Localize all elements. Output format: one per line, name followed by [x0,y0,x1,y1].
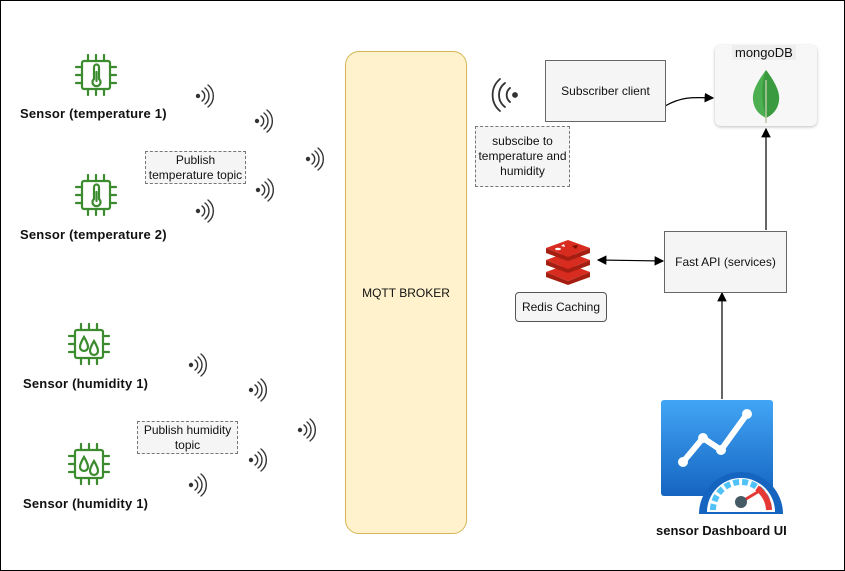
wireless-signal-icon [188,353,207,377]
wireless-signal-icon [255,178,274,202]
redis-caching-node: Redis Caching [515,292,607,322]
arrow-redis-fastapi [596,255,665,266]
mqtt-broker: MQTT BROKER [345,51,467,534]
fastapi-services: Fast API (services) [664,231,787,293]
dashboard-chart-gauge-icon [661,400,783,514]
note-subscribe-text: subscibe to temperature and humidity [478,134,567,178]
arrow-subscriber-to-mongodb [664,92,715,107]
thermometer-chip-icon [74,53,118,97]
humidity-chip-icon [67,322,111,366]
note-publish-humidity: Publish humidity topic [137,421,238,454]
subscriber-client: Subscriber client [545,60,666,122]
wireless-signal-icon [254,109,273,133]
sensor-label-humidity-1: Sensor (humidity 1) [23,376,149,391]
redis-icon [546,240,590,285]
fastapi-label: Fast API (services) [675,255,776,269]
wireless-signal-icon [248,448,267,472]
note-publish-temperature: Publish temperature topic [145,151,246,184]
thermometer-chip-icon [74,173,118,217]
mqtt-broker-label: MQTT BROKER [362,285,450,300]
mongodb-leaf-icon [752,70,780,123]
note-subscribe: subscibe to temperature and humidity [475,126,570,187]
note-publish-temperature-text: Publish temperature topic [148,152,243,182]
dashboard-label: sensor Dashboard UI [656,523,787,538]
wireless-signal-icon [305,147,324,171]
redis-caching-label: Redis Caching [521,300,601,314]
wireless-receive-icon [491,78,518,112]
sensor-label-humidity-2: Sensor (humidity 1) [23,496,149,511]
wireless-signal-icon [248,378,267,402]
wireless-signal-icon [195,199,214,223]
wireless-signal-icon [297,418,316,442]
note-publish-humidity-text: Publish humidity topic [143,422,232,452]
mongodb-label: mongoDB [732,45,796,60]
wireless-signal-icon [188,473,207,497]
sensor-label-temperature-2: Sensor (temperature 2) [20,227,167,242]
humidity-chip-icon [67,442,111,486]
wireless-signal-icon [195,84,214,108]
subscriber-client-label: Subscriber client [561,84,650,98]
mongodb-node: mongoDB [715,45,817,126]
sensor-label-temperature-1: Sensor (temperature 1) [20,106,167,121]
